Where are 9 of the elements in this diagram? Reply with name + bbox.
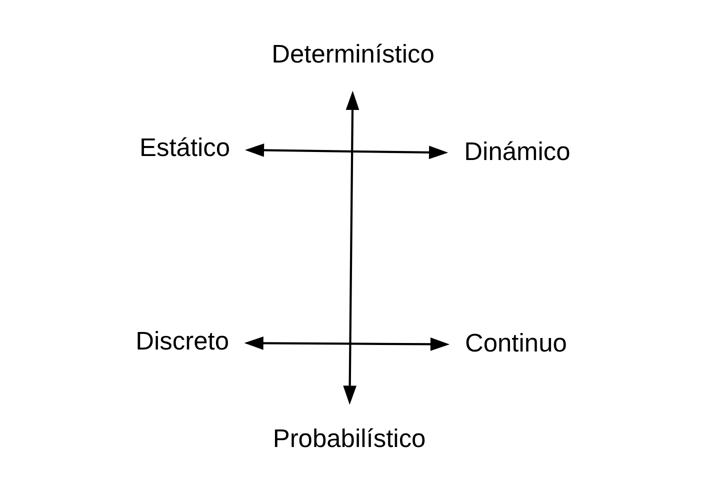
arrow [343,90,360,404]
node-text: Determinístico [272,40,434,68]
node-text: Probabilístico [272,424,426,452]
node-text: Estático [139,133,230,162]
node-text: Continuo [464,328,567,357]
arrow [244,336,450,350]
node-text: Discreto [136,326,230,355]
node-text: Dinámico [464,138,570,166]
arrow [244,143,448,159]
